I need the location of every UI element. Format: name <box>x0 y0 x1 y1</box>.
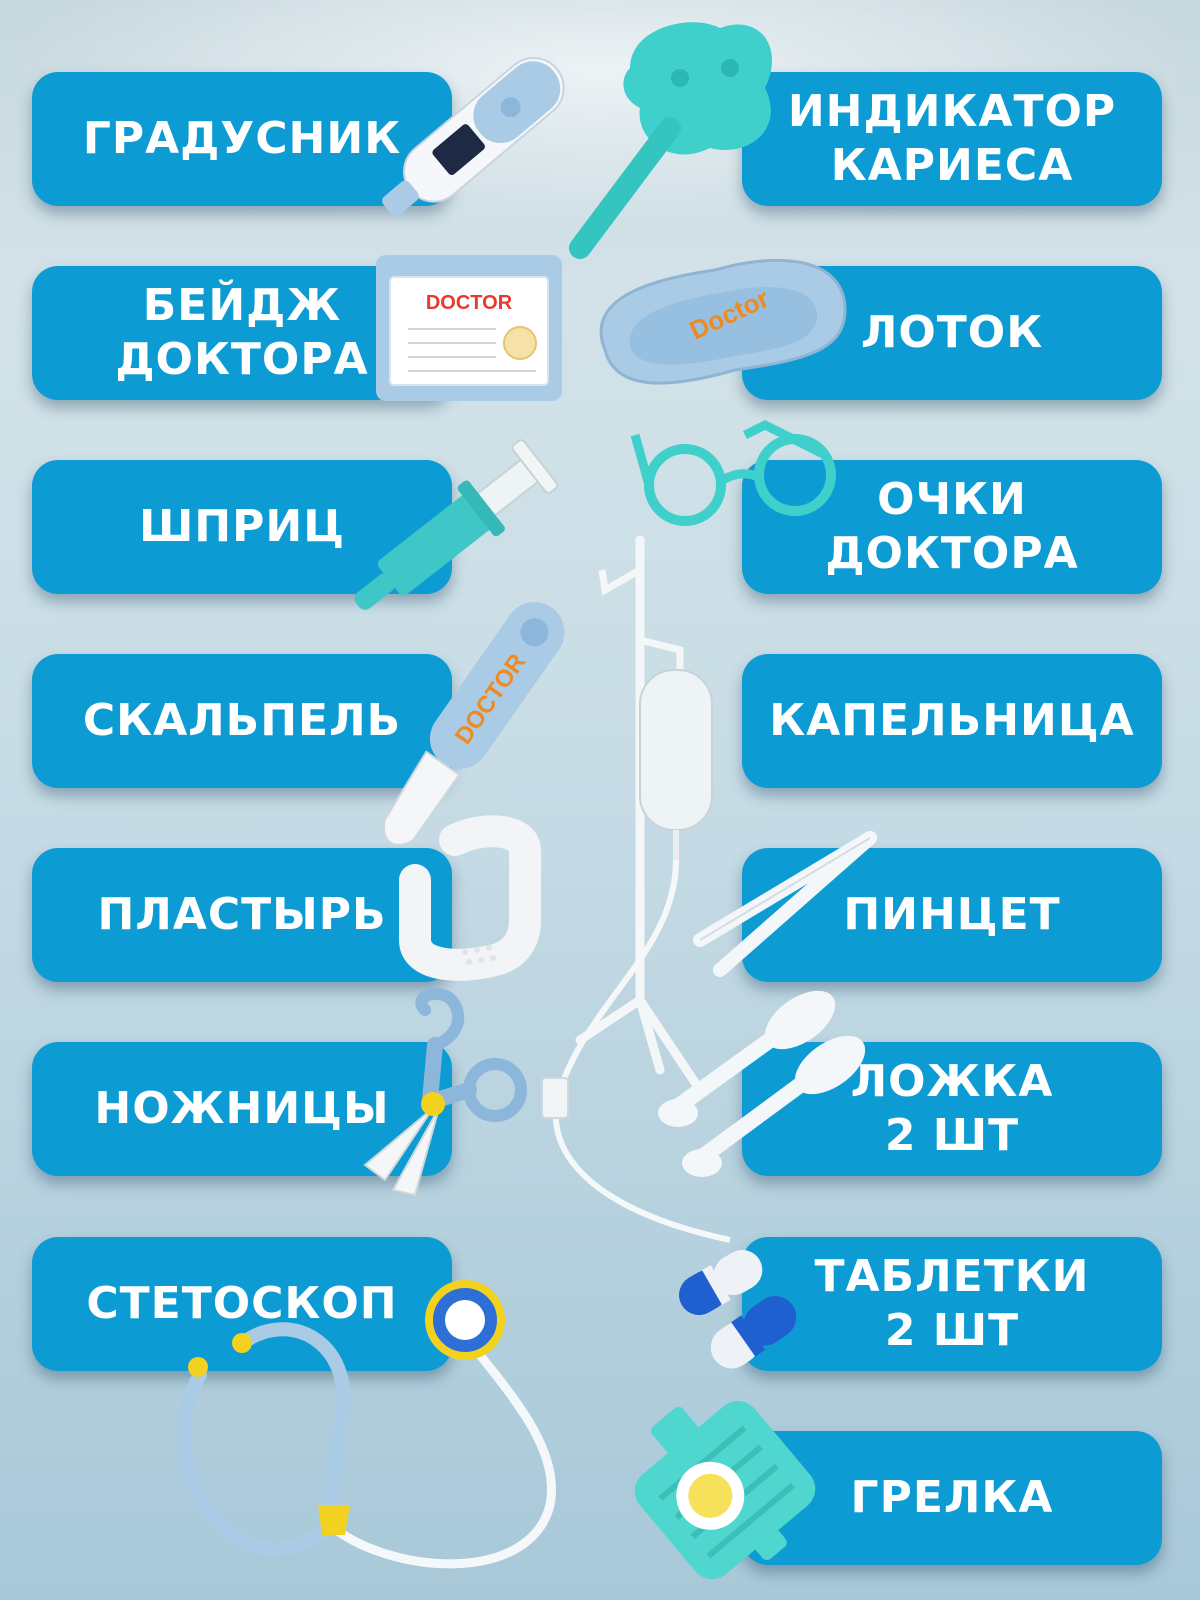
caries-indicator-icon <box>569 22 773 259</box>
label-bandage: ПЛАСТЫРЬ <box>32 848 452 982</box>
pills-icon <box>679 1250 797 1369</box>
bandage-icon <box>399 815 541 981</box>
label-iv-drip: КАПЕЛЬНИЦА <box>742 654 1162 788</box>
stethoscope-icon <box>177 1280 556 1569</box>
label-doctor-glasses: ОЧКИ ДОКТОРА <box>742 460 1162 594</box>
scalpel-icon: DOCTOR <box>383 602 565 846</box>
spoons-icon <box>658 990 866 1177</box>
label-syringe: ШПРИЦ <box>32 460 452 594</box>
doctor-badge-icon: DOCTOR <box>376 255 562 401</box>
syringe-icon <box>354 439 559 610</box>
tweezers-icon <box>693 831 877 977</box>
hot-water-bottle-icon <box>634 1400 816 1580</box>
label-caries-indicator: ИНДИКАТОР КАРИЕСА <box>742 72 1162 206</box>
iv-drip-icon <box>541 535 731 1243</box>
label-scalpel: СКАЛЬПЕЛЬ <box>32 654 452 788</box>
scissors-icon <box>363 987 527 1197</box>
label-pills: ТАБЛЕТКИ 2 ШТ <box>742 1237 1162 1371</box>
label-thermometer: ГРАДУСНИК <box>32 72 452 206</box>
tray-icon: Doctor <box>599 258 847 385</box>
badge-title-text: DOCTOR <box>426 292 513 314</box>
doctor-glasses-icon <box>630 419 836 526</box>
thermometer-icon <box>382 57 565 217</box>
